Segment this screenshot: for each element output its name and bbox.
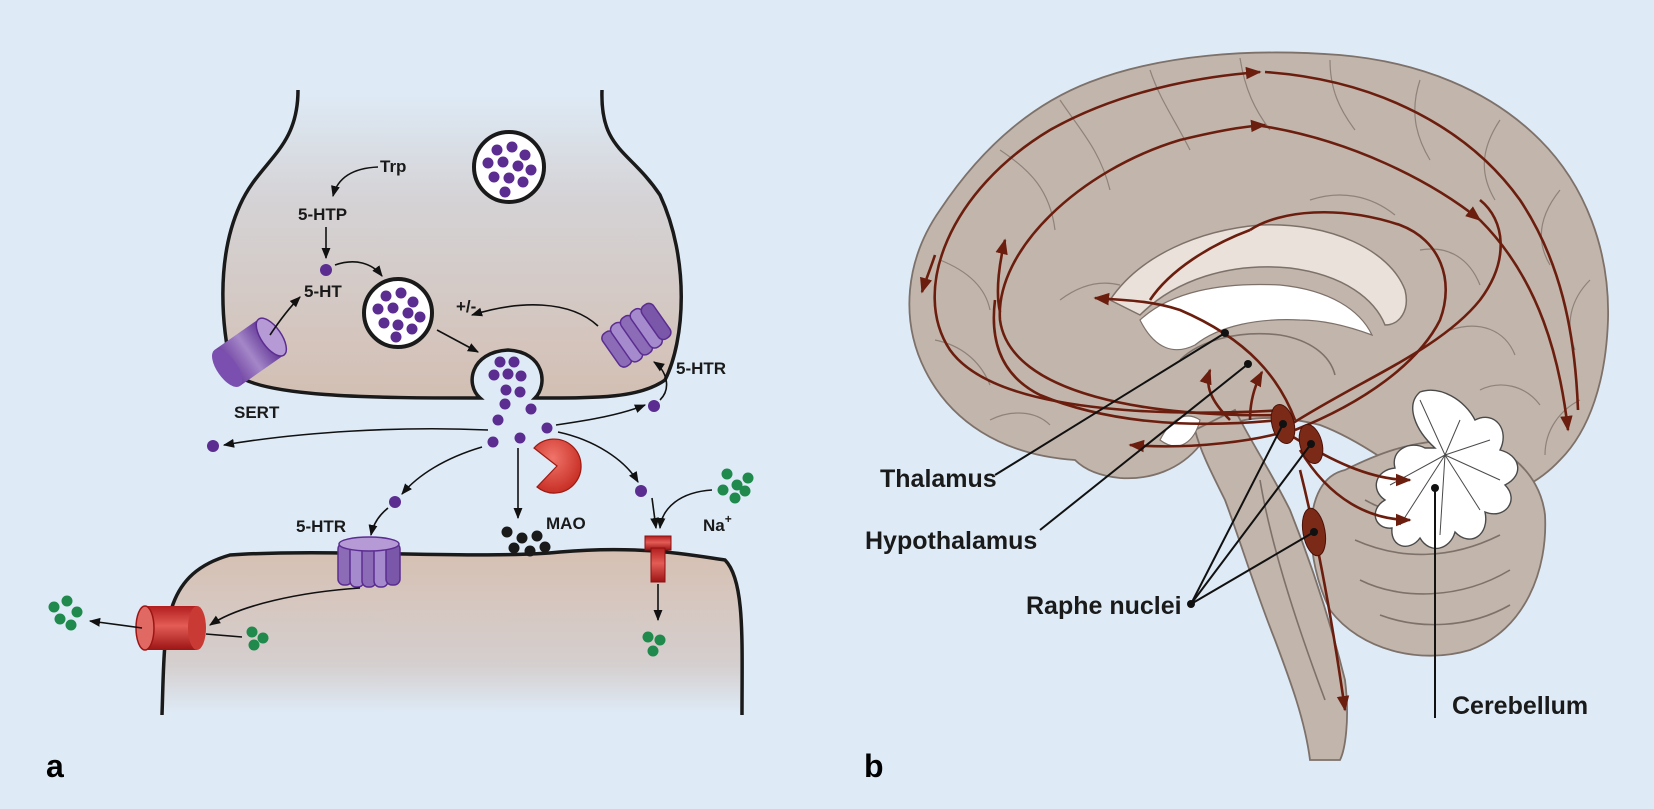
lateral-ventricle (1139, 283, 1374, 351)
mao-enzyme (533, 438, 582, 494)
5htp-label: 5-HTP (298, 205, 347, 224)
postsynaptic-cell (162, 549, 743, 715)
sert-transporter (212, 317, 288, 387)
cerebrum (908, 51, 1609, 502)
presynaptic-terminal (222, 90, 682, 398)
postsynaptic-5htr-receptor (337, 536, 401, 588)
fusing-vesicle (488, 356, 527, 382)
5ht-label: 5-HT (304, 282, 342, 301)
metabolites (501, 526, 551, 557)
presynaptic-5htr-receptor (601, 302, 672, 368)
sodium-ions-right-in (642, 631, 666, 657)
feedback-label: +/- (456, 297, 476, 316)
brainstem (1193, 408, 1348, 761)
released-serotonin (487, 384, 553, 448)
trp-label: Trp (380, 157, 406, 176)
ion-channel-right (644, 535, 672, 583)
sert-label: SERT (234, 403, 280, 422)
hypothalamus-label: Hypothalamus (865, 527, 1037, 555)
sodium-ions-right-out (717, 468, 754, 504)
corpus-callosum (1108, 224, 1407, 326)
presynaptic-5htr-label: 5-HTR (676, 359, 726, 378)
mao-label: MAO (546, 514, 586, 533)
panel-b-brain: Thalamus Hypothalamus Raphe nuclei Cereb… (864, 51, 1609, 784)
na-label: Na+ (703, 512, 732, 535)
sodium-ions-left-in (246, 626, 269, 651)
panel-a-synapse: Trp 5-HTP 5-HT +/- 5-HTR SERT (46, 89, 754, 784)
postsynaptic-5htr-label: 5-HTR (296, 517, 346, 536)
thalamus-label: Thalamus (880, 465, 997, 493)
cerebellum-label: Cerebellum (1452, 692, 1588, 720)
serotonergic-tracts (920, 66, 1580, 712)
panel-a-letter: a (46, 748, 64, 784)
sulci (934, 57, 1591, 456)
ion-channel-left (135, 605, 206, 651)
storage-vesicle-middle (362, 277, 434, 349)
raphe-nuclei-label: Raphe nuclei (1026, 592, 1182, 620)
panel-b-letter: b (864, 748, 884, 784)
serotonin-molecule (320, 264, 332, 276)
sodium-ions-left-out (48, 595, 83, 631)
storage-vesicle-top (472, 130, 546, 204)
